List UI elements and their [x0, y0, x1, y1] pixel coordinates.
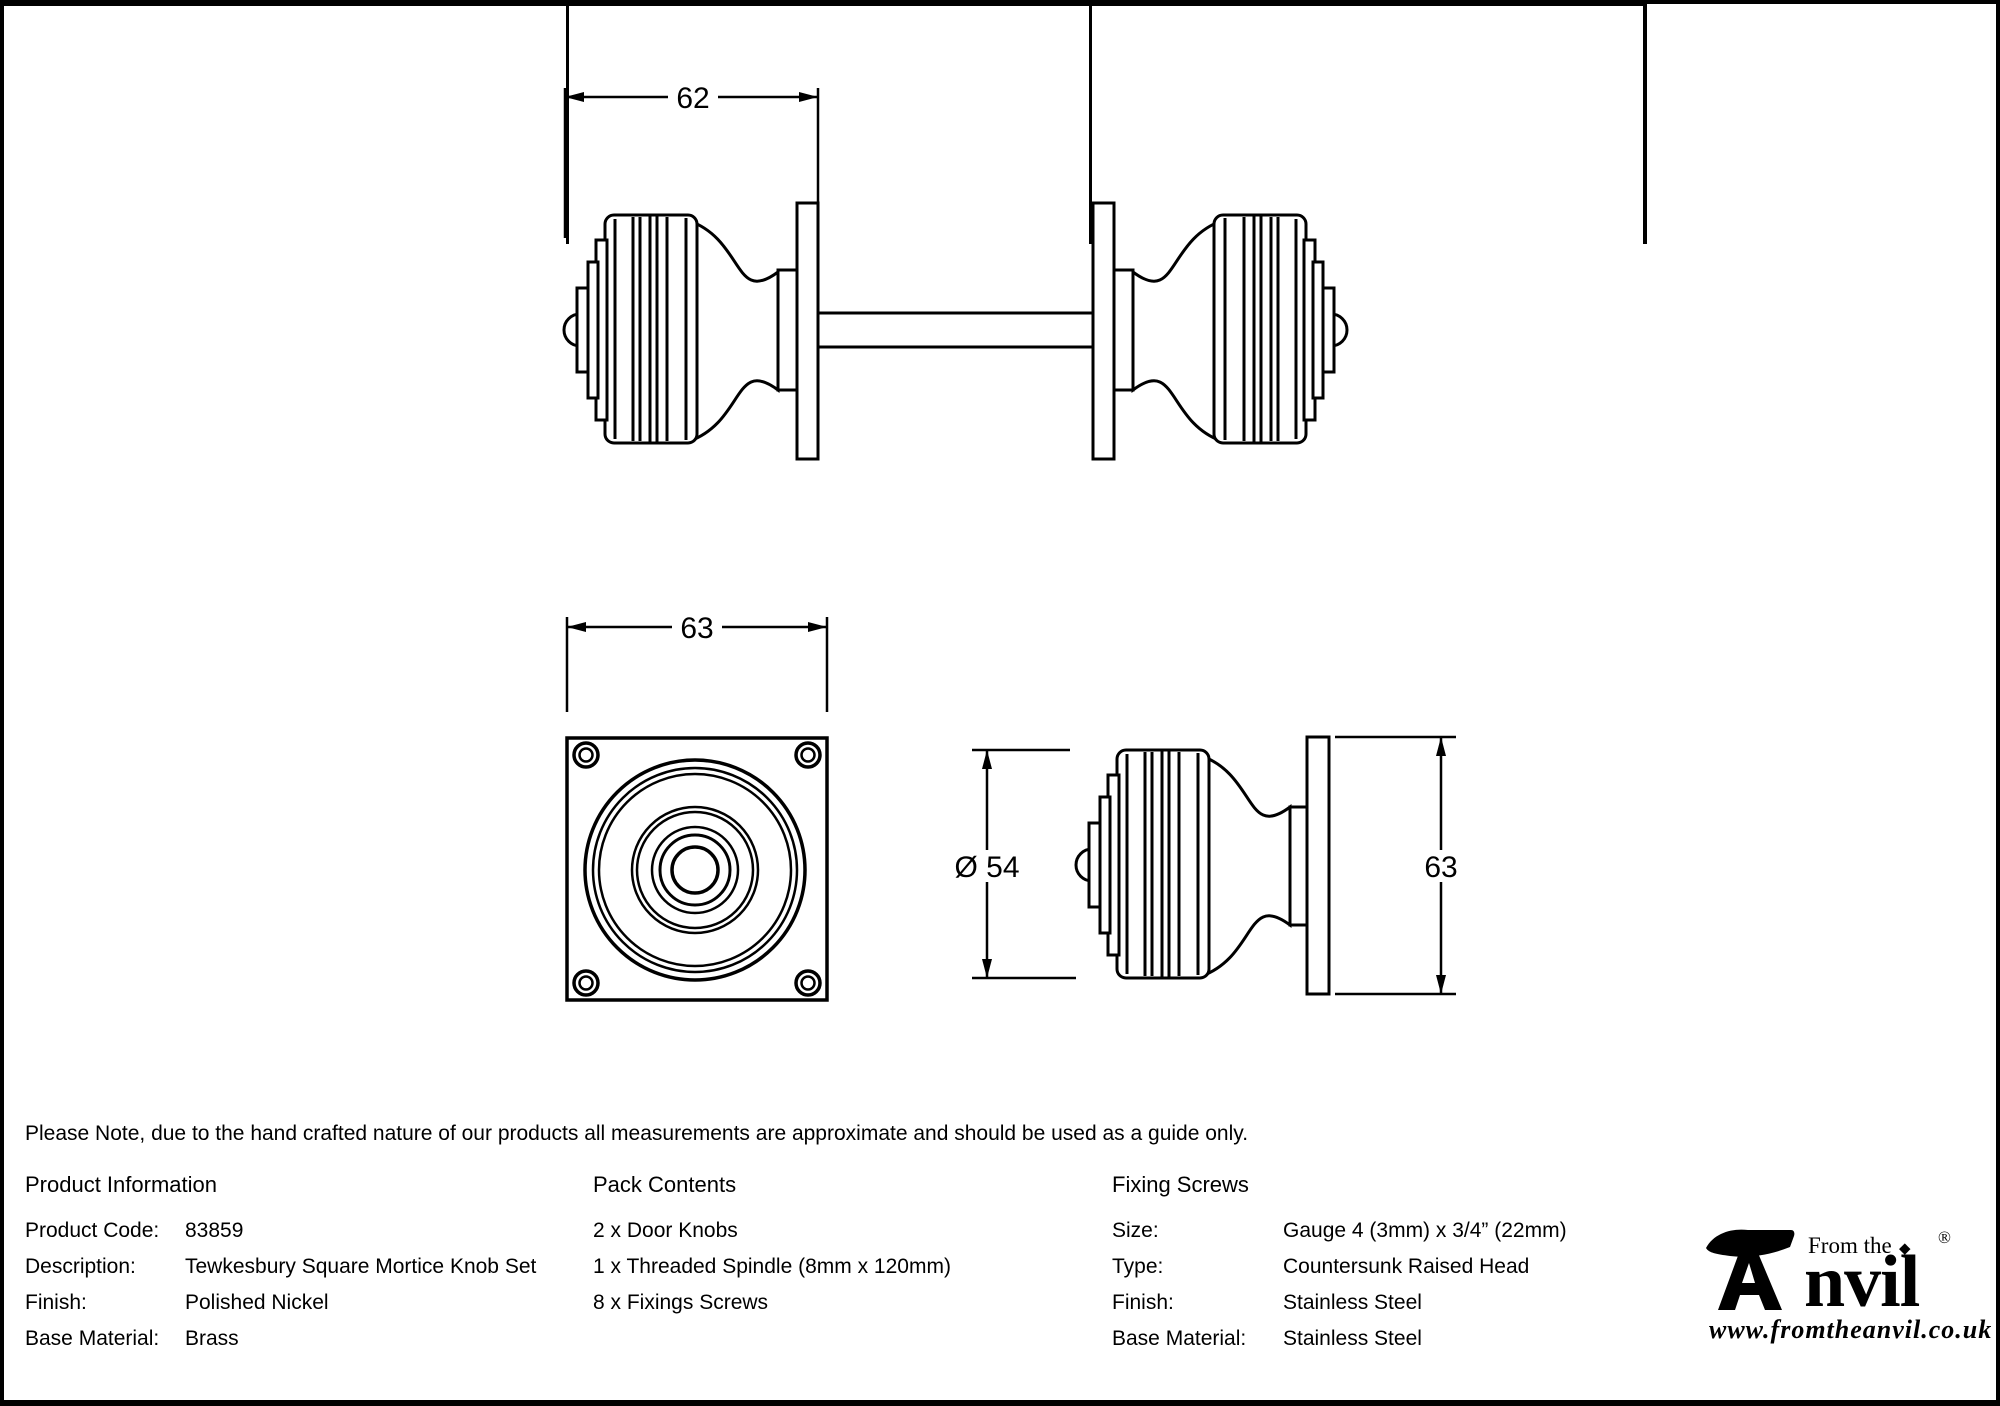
column-divider-2	[1089, 0, 1092, 244]
dim-label-top-width: 62	[676, 82, 709, 115]
header-fixing-screws: Fixing Screws	[1112, 1172, 1249, 1197]
side-rose-plate	[1305, 735, 1331, 996]
screw-finish-value: Stainless Steel	[1283, 1291, 1422, 1314]
pack-item-spindle: 1 x Threaded Spindle (8mm x 120mm)	[593, 1255, 951, 1278]
screw-type-label: Type:	[1112, 1255, 1164, 1278]
description-label: Description:	[25, 1255, 136, 1278]
dim-label-rose-height: 63	[1424, 851, 1457, 884]
header-product-information: Product Information	[25, 1172, 217, 1197]
logo-website: www.fromtheanvil.co.uk	[1709, 1315, 1993, 1344]
screw-base-material-label: Base Material:	[1112, 1327, 1247, 1350]
column-divider-1	[566, 0, 569, 244]
border-right	[1996, 0, 2000, 1406]
dimension-diameter-54: Ø 54	[945, 748, 1076, 980]
screw-size-label: Size:	[1112, 1219, 1159, 1242]
screw-base-material-value: Stainless Steel	[1283, 1327, 1422, 1350]
dimension-62: 62	[563, 80, 820, 238]
side-knob-head	[1074, 748, 1292, 980]
border-bottom	[0, 1400, 2000, 1406]
finish-value: Polished Nickel	[185, 1291, 329, 1314]
registered-trademark-icon: ®	[1938, 1228, 1951, 1247]
description-value: Tewkesbury Square Mortice Knob Set	[185, 1255, 537, 1278]
logo-from-the: From the	[1808, 1233, 1892, 1258]
dim-label-front-width: 63	[680, 612, 713, 645]
base-material-label: Base Material:	[25, 1327, 160, 1350]
logo-diamond-icon: ◆	[1899, 1240, 1911, 1257]
dimension-63-front: 63	[565, 610, 829, 712]
dim-label-knob-diameter: Ø 54	[954, 851, 1019, 884]
front-view-square-rose: 63	[565, 610, 829, 1002]
fixing-screw-holes	[572, 741, 822, 997]
border-top	[0, 0, 2000, 4]
left-knob-assembly	[564, 203, 818, 459]
anvil-icon	[1706, 1229, 1795, 1310]
screw-type-value: Countersunk Raised Head	[1283, 1255, 1530, 1278]
brand-logo-cell: From the ◆ nvil ® www.fromtheanvil.co.uk	[1647, 1165, 1996, 1400]
screw-finish-label: Finish:	[1112, 1291, 1174, 1314]
right-knob-assembly	[1093, 203, 1347, 459]
spindle	[816, 311, 1095, 349]
technical-drawing: 62	[0, 80, 1466, 1002]
screw-size-value: Gauge 4 (3mm) x 3/4” (22mm)	[1283, 1219, 1567, 1242]
base-material-value: Brass	[185, 1327, 239, 1350]
knob-concentric-rings	[583, 758, 807, 982]
pack-item-knobs: 2 x Door Knobs	[593, 1219, 738, 1242]
finish-label: Finish:	[25, 1291, 87, 1314]
product-code-label: Product Code:	[25, 1219, 160, 1242]
disclaimer-note: Please Note, due to the hand crafted nat…	[25, 1122, 1249, 1145]
pack-item-screws: 8 x Fixings Screws	[593, 1291, 769, 1314]
header-pack-contents: Pack Contents	[593, 1172, 737, 1197]
dimension-63-side: 63	[1335, 735, 1466, 996]
product-code-value: 83859	[185, 1219, 244, 1242]
column-divider-3	[1643, 0, 1647, 244]
logo-anvil-wordmark: nvil	[1804, 1241, 1920, 1323]
top-view-knob-set: 62	[564, 80, 1347, 459]
border-left	[0, 0, 4, 1406]
square-rose-plate	[565, 736, 829, 1002]
side-view-single-knob: Ø 54 63	[945, 735, 1466, 996]
side-knob-shank	[1288, 805, 1309, 927]
